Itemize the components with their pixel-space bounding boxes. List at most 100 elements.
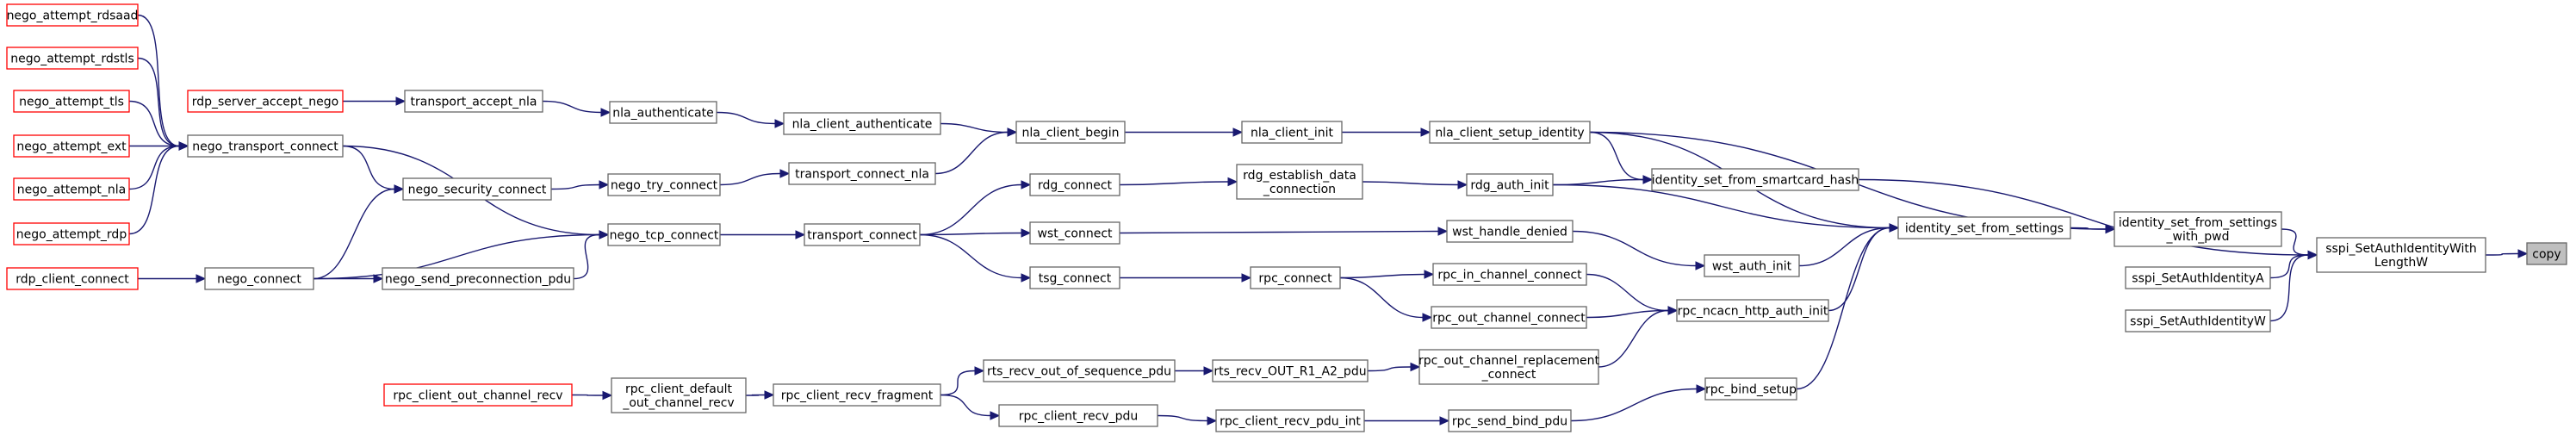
node-rpc-connect[interactable]: rpc_connect — [1250, 266, 1341, 289]
node-label: rpc_in_channel_connect — [1437, 269, 1582, 283]
edge-arrowhead — [196, 274, 207, 283]
node-rpc-client-recv-pdu[interactable]: rpc_client_recv_pdu — [998, 404, 1158, 427]
edge-rpc-out-channel-connect-to-rpc-ncacn-http-auth-init — [1586, 306, 1679, 319]
node-label: rpc_send_bind_pdu — [1452, 415, 1567, 429]
node-label: nla_client_init — [1251, 127, 1333, 140]
node-label: nla_authenticate — [612, 107, 713, 121]
node-rpc-client-recv-pdu-int[interactable]: rpc_client_recv_pdu_int — [1215, 409, 1365, 432]
edge-line — [1858, 178, 2309, 256]
node-label: rpc_client_recv_pdu_int — [1220, 415, 1361, 429]
node-label: nego_attempt_rdp — [16, 228, 127, 242]
edge-arrowhead — [600, 108, 611, 117]
node-sspi-SetAuthIdentityW[interactable]: sspi_SetAuthIdentityW — [2125, 309, 2271, 332]
edge-line — [1586, 309, 1669, 319]
node-nego-tcp-connect[interactable]: nego_tcp_connect — [607, 223, 721, 246]
node-label: rpc_ncacn_http_auth_init — [1678, 305, 1828, 319]
node-nego-attempt-tls[interactable]: nego_attempt_tls — [13, 90, 130, 113]
node-wst-connect[interactable]: wst_connect — [1029, 221, 1120, 245]
node-nego-send-preconnection-pdu[interactable]: nego_send_preconnection_pdu — [382, 267, 574, 290]
node-nego-transport-connect[interactable]: nego_transport_connect — [187, 134, 344, 158]
node-box — [1651, 168, 1859, 191]
edge-arrowhead — [1021, 228, 1032, 238]
edge-nego-attempt-rdp-to-nego-transport-connect — [128, 141, 189, 235]
edge-line — [940, 122, 1009, 134]
node-rdp-server-accept-nego[interactable]: rdp_server_accept_nego — [187, 90, 344, 113]
node-transport-accept-nla[interactable]: transport_accept_nla — [404, 90, 543, 113]
node-box — [13, 222, 130, 245]
node-rpc-client-recv-fragment[interactable]: rpc_client_recv_fragment — [773, 383, 941, 407]
edge-line — [1552, 183, 1890, 229]
node-box — [6, 3, 139, 27]
node-nego-attempt-ext[interactable]: nego_attempt_ext — [13, 134, 130, 158]
node-box — [6, 267, 139, 290]
node-nla-client-init[interactable]: nla_client_init — [1241, 121, 1343, 144]
node-label: nla_client_authenticate — [792, 118, 933, 132]
edge-nego-send-preconnection-pdu-to-nego-tcp-connect — [573, 230, 610, 280]
node-copy[interactable]: copy — [2526, 242, 2567, 265]
node-rpc-send-bind-pdu[interactable]: rpc_send_bind_pdu — [1448, 409, 1572, 432]
edge-rpc-client-recv-fragment-to-rpc-client-recv-pdu — [940, 394, 1001, 420]
node-label: identity_set_from_smartcard_hash — [1652, 174, 1859, 188]
node-box — [1704, 254, 1800, 277]
node-identity-set-from-settings[interactable]: identity_set_from_settings — [1897, 216, 2071, 239]
node-label: wst_handle_denied — [1452, 226, 1567, 239]
node-rpc-out-channel-replacement-connect[interactable]: rpc_out_channel_replacement_connect — [1418, 349, 1600, 385]
edge-arrowhead — [779, 169, 791, 178]
node-rts-recv-OUT-R1-A2-pdu[interactable]: rts_recv_OUT_R1_A2_pdu — [1212, 359, 1369, 382]
node-rpc-out-channel-connect[interactable]: rpc_out_channel_connect — [1431, 306, 1587, 329]
edge-line — [1157, 414, 1208, 422]
node-identity-set-from-smartcard-hash[interactable]: identity_set_from_smartcard_hash — [1651, 168, 1859, 191]
node-rdp-client-connect[interactable]: rdp_client_connect — [6, 267, 139, 290]
edge-arrowhead — [974, 366, 985, 376]
edge-line — [542, 100, 602, 114]
node-nla-client-begin[interactable]: nla_client_begin — [1015, 121, 1126, 144]
node-rpc-client-default-out-channel-recv[interactable]: rpc_client_default_out_channel_recv — [611, 377, 747, 413]
node-nego-attempt-rdstls[interactable]: nego_attempt_rdstls — [6, 47, 139, 70]
node-box — [2526, 242, 2567, 265]
node-box — [1432, 263, 1587, 286]
node-nla-client-setup-identity[interactable]: nla_client_setup_identity — [1429, 121, 1591, 144]
node-box — [1029, 266, 1120, 289]
node-wst-auth-init[interactable]: wst_auth_init — [1704, 254, 1800, 277]
node-rpc-ncacn-http-auth-init[interactable]: rpc_ncacn_http_auth_init — [1676, 299, 1829, 322]
edge-nla-client-init-to-nla-client-setup-identity — [1341, 127, 1431, 137]
edge-arrowhead — [1642, 175, 1654, 184]
edge-arrowhead — [1424, 270, 1435, 279]
edge-line — [1798, 227, 1890, 267]
node-rts-recv-out-of-sequence-pdu[interactable]: rts_recv_out_of_sequence_pdu — [983, 359, 1176, 382]
node-sspi-SetAuthIdentityA[interactable]: sspi_SetAuthIdentityA — [2125, 266, 2271, 289]
node-tsg-connect[interactable]: tsg_connect — [1029, 266, 1120, 289]
node-nego-connect[interactable]: nego_connect — [204, 267, 314, 290]
node-label: LengthW — [2374, 256, 2428, 270]
node-rdg-auth-init[interactable]: rdg_auth_init — [1466, 173, 1554, 196]
node-rpc-bind-setup[interactable]: rpc_bind_setup — [1704, 377, 1797, 401]
edge-line — [1339, 277, 1424, 319]
node-identity-set-from-settings-with-pwd[interactable]: identity_set_from_settings_with_pwd — [2114, 211, 2282, 247]
node-rdg-establish-data-connection[interactable]: rdg_establish_data_connection — [1236, 164, 1363, 200]
node-nego-try-connect[interactable]: nego_try_connect — [607, 173, 721, 196]
node-rdg-connect[interactable]: rdg_connect — [1029, 173, 1120, 196]
node-wst-handle-denied[interactable]: wst_handle_denied — [1446, 220, 1574, 243]
node-nego-attempt-rdp[interactable]: nego_attempt_rdp — [13, 222, 130, 245]
edge-arrowhead — [764, 390, 775, 400]
node-nego-attempt-nla[interactable]: nego_attempt_nla — [13, 177, 130, 201]
node-label: identity_set_from_settings — [1905, 222, 2064, 236]
node-transport-connect-nla[interactable]: transport_connect_nla — [788, 162, 936, 185]
node-box — [607, 173, 721, 196]
node-rpc-in-channel-connect[interactable]: rpc_in_channel_connect — [1432, 263, 1587, 286]
edge-arrowhead — [1457, 180, 1468, 190]
node-nego-security-connect[interactable]: nego_security_connect — [402, 177, 552, 201]
edge-line — [1586, 273, 1669, 312]
node-rpc-client-out-channel-recv[interactable]: rpc_client_out_channel_recv — [383, 383, 573, 407]
node-nla-client-authenticate[interactable]: nla_client_authenticate — [783, 112, 941, 135]
node-box — [187, 90, 344, 113]
node-transport-connect[interactable]: transport_connect — [804, 223, 921, 246]
node-nego-attempt-rdsaad[interactable]: nego_attempt_rdsaad — [6, 3, 139, 27]
node-label: _connection — [1263, 183, 1336, 196]
node-nla-authenticate[interactable]: nla_authenticate — [609, 101, 717, 124]
edge-transport-accept-nla-to-nla-authenticate — [542, 100, 611, 117]
node-label: rpc_client_recv_pdu — [1019, 410, 1138, 424]
edge-rdg-auth-init-to-identity-set-from-smartcard-hash — [1552, 175, 1654, 186]
edge-arrowhead — [599, 230, 610, 239]
